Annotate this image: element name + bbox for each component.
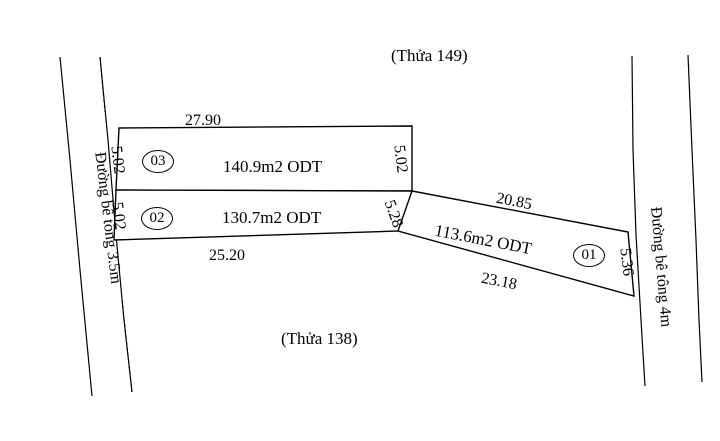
parcel-number-01[interactable]: 01 — [573, 244, 605, 267]
road-right-inner-edge — [631, 55, 646, 387]
parcel-number-02[interactable]: 02 — [141, 207, 173, 230]
parcel-number-03[interactable]: 03 — [142, 150, 174, 173]
parcel-number-02-label: 02 — [149, 210, 165, 226]
parcel-number-03-label: 03 — [150, 153, 166, 169]
road-left-outer-edge — [59, 56, 93, 397]
road-right-outer-edge — [687, 54, 703, 383]
parcel-01-boundary[interactable] — [397, 190, 635, 297]
road-right-shape — [631, 54, 703, 387]
parcel-number-01-label: 01 — [581, 247, 597, 263]
parcel-01-shape[interactable] — [397, 190, 635, 297]
